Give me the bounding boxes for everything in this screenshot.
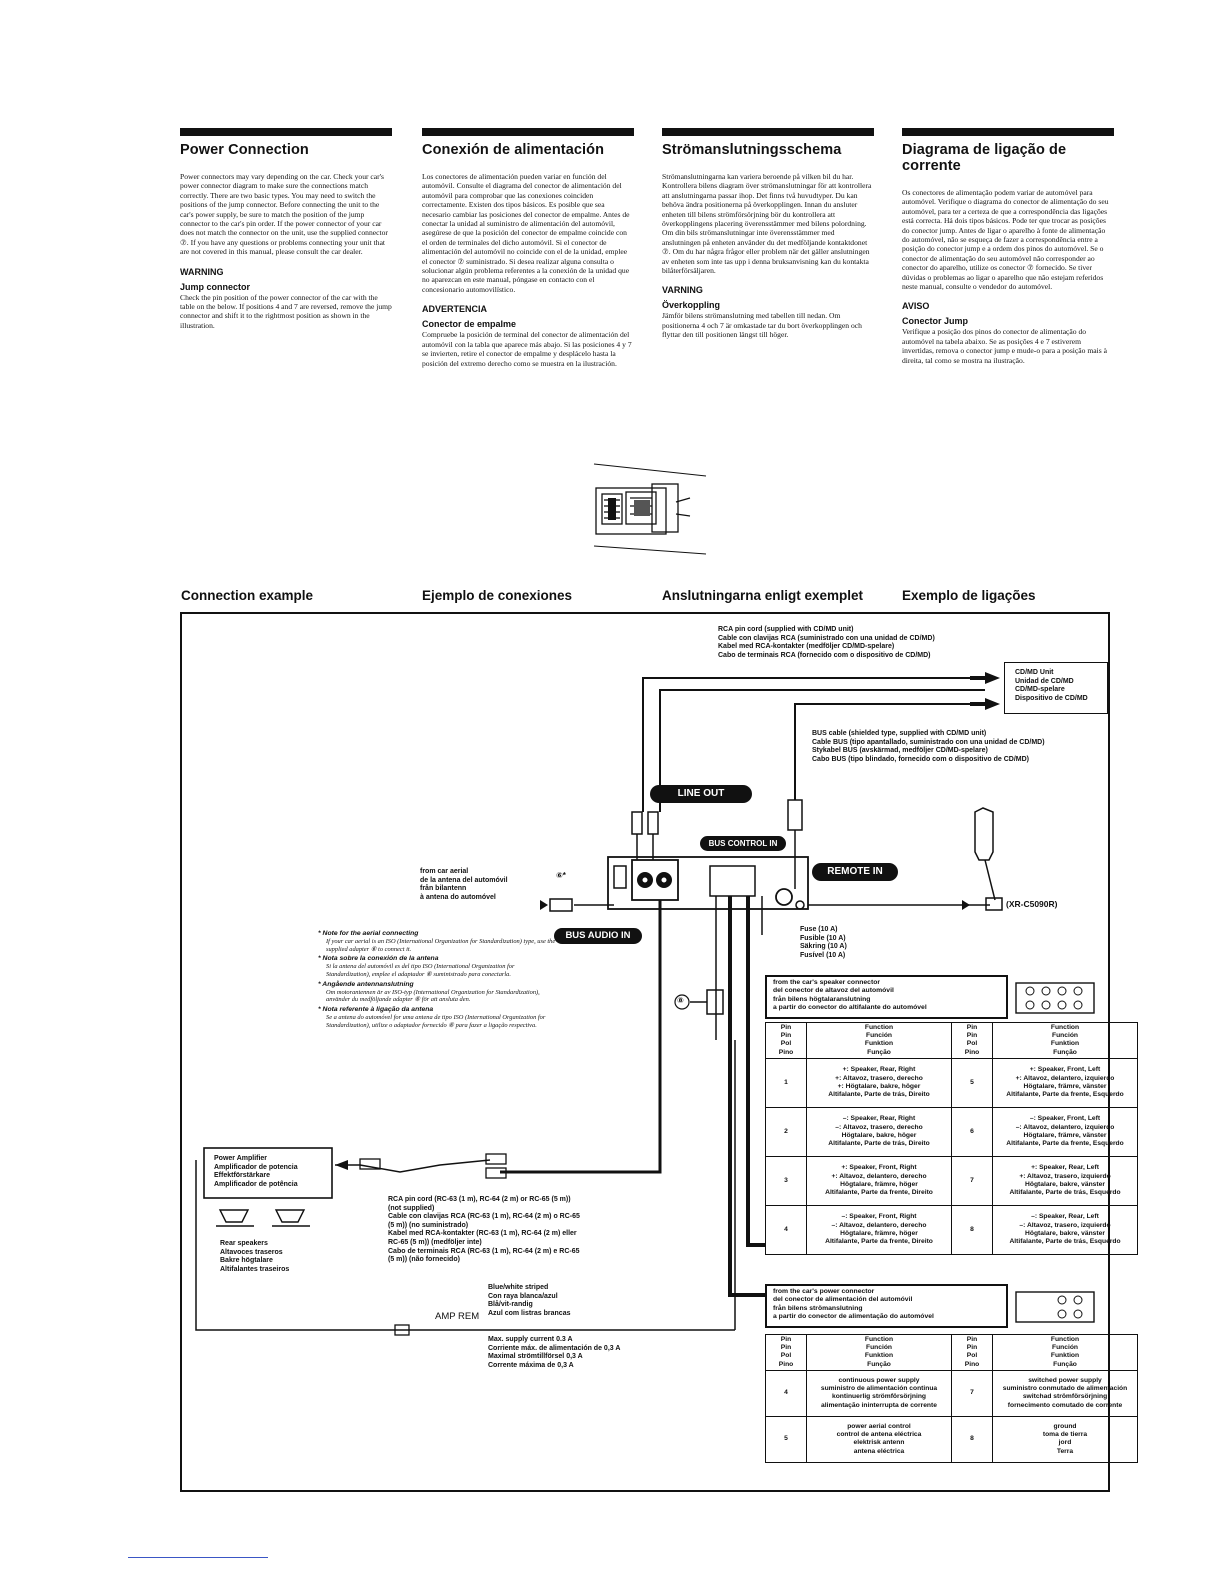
heading-bar bbox=[180, 128, 392, 136]
column-body: Os conectores de alimentação podem varia… bbox=[902, 188, 1109, 292]
sub-body: Check the pin position of the power conn… bbox=[180, 292, 392, 330]
section-title-sv: Anslutningarna enligt exemplet bbox=[662, 588, 864, 603]
sub-body: Verifique a posição dos pinos do conecto… bbox=[902, 327, 1107, 365]
warning-label: AVISO bbox=[902, 301, 930, 312]
warning-label: VARNING bbox=[662, 285, 703, 296]
subheading: Conector Jump bbox=[902, 316, 969, 327]
footer-rule bbox=[128, 1557, 268, 1558]
column-title: Diagrama de ligação de corrente bbox=[902, 142, 1067, 174]
table-row: 3 +: Speaker, Front, Right+: Altavoz, de… bbox=[765, 1155, 1138, 1206]
jump-connector-illustration bbox=[593, 463, 707, 555]
section-title-es: Ejemplo de conexiones bbox=[422, 588, 573, 603]
sub-body: Jämför bilens strömanslutning med tabell… bbox=[662, 311, 862, 340]
column-en: Power Connection Power connectors may va… bbox=[180, 128, 392, 330]
heading-bar bbox=[902, 128, 1114, 136]
rca-cord-label: RCA pin cord (supplied with CD/MD unit)C… bbox=[718, 626, 935, 659]
bus-control-in-label: BUS CONTROL IN bbox=[700, 836, 786, 851]
subheading: Conector de empalme bbox=[422, 319, 517, 330]
remote-in-label: REMOTE IN bbox=[812, 863, 898, 881]
warning-label: ADVERTENCIA bbox=[422, 304, 488, 315]
heading-bar bbox=[662, 128, 874, 136]
column-es: Conexión de alimentación Los conectores … bbox=[422, 128, 634, 368]
fuse-label: Fuse (10 A)Fusible (10 A) Säkring (10 A)… bbox=[800, 926, 847, 959]
sub-body: Compruebe la posición de terminal del co… bbox=[422, 330, 632, 368]
rca-cord-amp-label: RCA pin cord (RC-63 (1 m), RC-64 (2 m) o… bbox=[388, 1196, 580, 1264]
column-title: Strömanslutningsschema bbox=[662, 142, 842, 158]
adapter-6-label: ⑥* bbox=[556, 871, 566, 880]
column-title: Power Connection bbox=[180, 142, 309, 158]
line-out-label: LINE OUT bbox=[650, 785, 752, 803]
amp-rem-label: AMP REM bbox=[435, 1311, 480, 1322]
column-title: Conexión de alimentación bbox=[422, 142, 605, 158]
warning-label: WARNING bbox=[180, 266, 224, 277]
connector-8-label: ⑧ bbox=[677, 996, 684, 1005]
table-row: 4 –: Speaker, Front, Right–: Altavoz, de… bbox=[765, 1204, 1138, 1255]
table-row: 1 +: Speaker, Rear, Right+: Altavoz, tra… bbox=[765, 1057, 1138, 1108]
heading-bar bbox=[422, 128, 634, 136]
bus-cable-label: BUS cable (shielded type, supplied with … bbox=[812, 730, 1045, 763]
column-sv: Strömanslutningsschema Strömanslutningar… bbox=[662, 128, 874, 340]
section-title-pt: Exemplo de ligações bbox=[902, 588, 1036, 603]
bus-audio-in-label: BUS AUDIO IN bbox=[554, 928, 642, 944]
column-body: Strömanslutningarna kan variera beroende… bbox=[662, 172, 872, 276]
subheading: Överkoppling bbox=[662, 300, 721, 311]
subheading: Jump connector bbox=[180, 281, 251, 292]
remote-model-label: (XR-C5090R) bbox=[1006, 899, 1058, 909]
column-pt: Diagrama de ligação de corrente Os conec… bbox=[902, 128, 1114, 365]
table-row: 2 –: Speaker, Rear, Right–: Altavoz, tra… bbox=[765, 1106, 1138, 1157]
column-body: Power connectors may vary depending on t… bbox=[180, 172, 388, 257]
column-body: Los conectores de alimentación pueden va… bbox=[422, 172, 630, 294]
section-title-en: Connection example bbox=[181, 588, 314, 603]
